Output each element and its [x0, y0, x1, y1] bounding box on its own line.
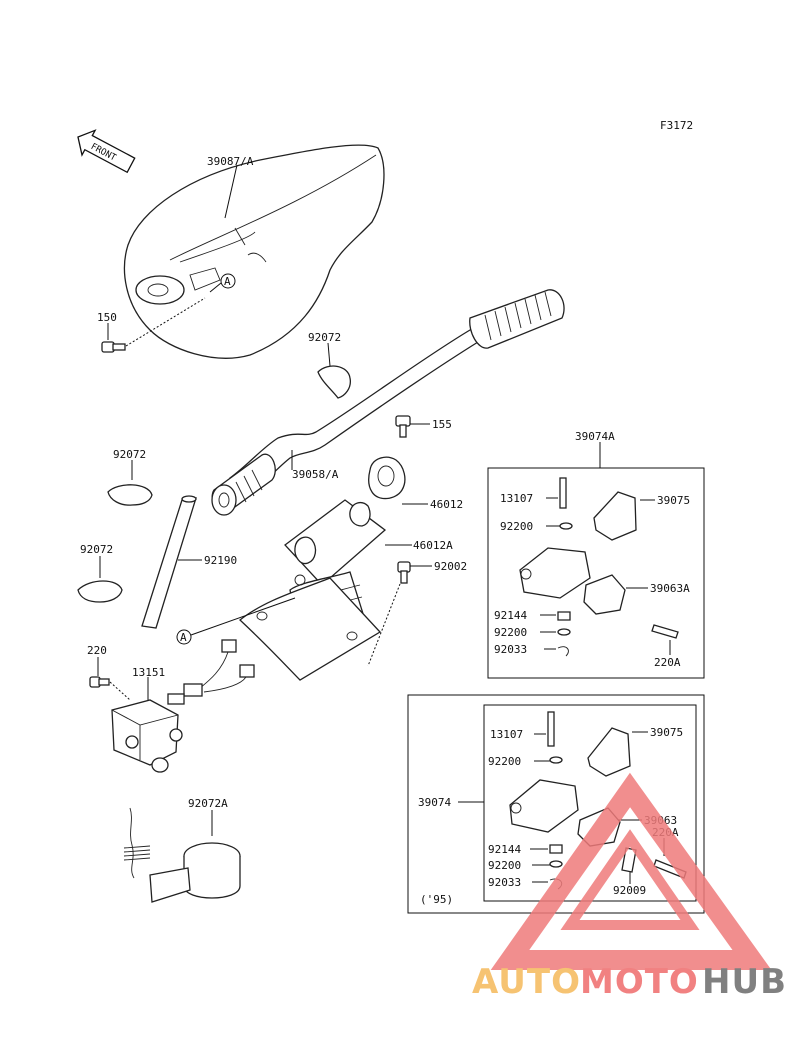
assembly-39074-note: ('95): [420, 893, 453, 906]
assembly-39074a: 39074A 13107 92200 92144 92200 92033 390…: [487, 430, 705, 679]
assembly-39074a-title: 39074A: [575, 430, 615, 443]
label-a1-92200a: 92200: [500, 520, 533, 533]
label-a1-39075: 39075: [657, 494, 690, 507]
bolt-150: [101, 341, 126, 353]
logo-text-moto: MOTO: [580, 962, 699, 1002]
right-grip: [469, 289, 565, 349]
wire-harness: [167, 639, 255, 705]
label-92072-left1: 92072: [113, 448, 146, 461]
clamp-46012: [368, 456, 406, 500]
ref-a-top-circle: [220, 273, 236, 289]
switch-13151: [111, 699, 183, 773]
label-a1-92033: 92033: [494, 643, 527, 656]
label-a2-92200a: 92200: [488, 755, 521, 768]
label-92072-left2: 92072: [80, 543, 113, 556]
logo-text-hub: HUB: [702, 962, 787, 1002]
figure-code: F3172: [660, 119, 693, 132]
label-a2-92009: 92009: [613, 884, 646, 897]
label-155: 155: [432, 418, 452, 431]
label-92190: 92190: [204, 554, 237, 567]
label-a1-92144: 92144: [494, 609, 527, 622]
band-92072-left1: [107, 484, 153, 506]
bolt-155: [395, 415, 411, 438]
label-a1-92200b: 92200: [494, 626, 527, 639]
label-92072-top: 92072: [308, 331, 341, 344]
assembly-39074-title: 39074: [418, 796, 451, 809]
label-92072a: 92072A: [188, 797, 228, 810]
ref-a-bottom-circle: [176, 629, 192, 645]
band-92072a: [123, 807, 241, 903]
clamp-46012a-stem: [239, 499, 387, 681]
ref-a-bottom: A: [180, 631, 187, 644]
label-a2-13107: 13107: [490, 728, 523, 741]
bolt-220: [89, 676, 110, 688]
label-13151: 13151: [132, 666, 165, 679]
pipe-92190: [141, 495, 197, 629]
bolt-92002: [397, 561, 411, 584]
label-92002: 92002: [434, 560, 467, 573]
label-a2-39075: 39075: [650, 726, 683, 739]
automotohub-logo: AUTO MOTO HUB: [472, 772, 787, 1002]
label-a2-92033: 92033: [488, 876, 521, 889]
label-a2-92200b: 92200: [488, 859, 521, 872]
label-a1-220a: 220A: [654, 656, 681, 669]
label-a1-39063a: 39063A: [650, 582, 690, 595]
front-arrow-icon: FRONT: [77, 129, 136, 174]
label-150: 150: [97, 311, 117, 324]
label-46012a: 46012A: [413, 539, 453, 552]
label-46012: 46012: [430, 498, 463, 511]
label-a2-92144: 92144: [488, 843, 521, 856]
label-39087a: 39087/A: [207, 155, 254, 168]
ref-a-top: A: [224, 275, 231, 288]
band-92072-left2: [77, 580, 123, 603]
handlebar-cover: [123, 144, 385, 359]
logo-text-auto: AUTO: [472, 962, 581, 1002]
label-39058a: 39058/A: [292, 468, 339, 481]
left-grip: [211, 453, 276, 516]
band-92072-top: [317, 365, 351, 399]
label-a1-13107: 13107: [500, 492, 533, 505]
label-220: 220: [87, 644, 107, 657]
